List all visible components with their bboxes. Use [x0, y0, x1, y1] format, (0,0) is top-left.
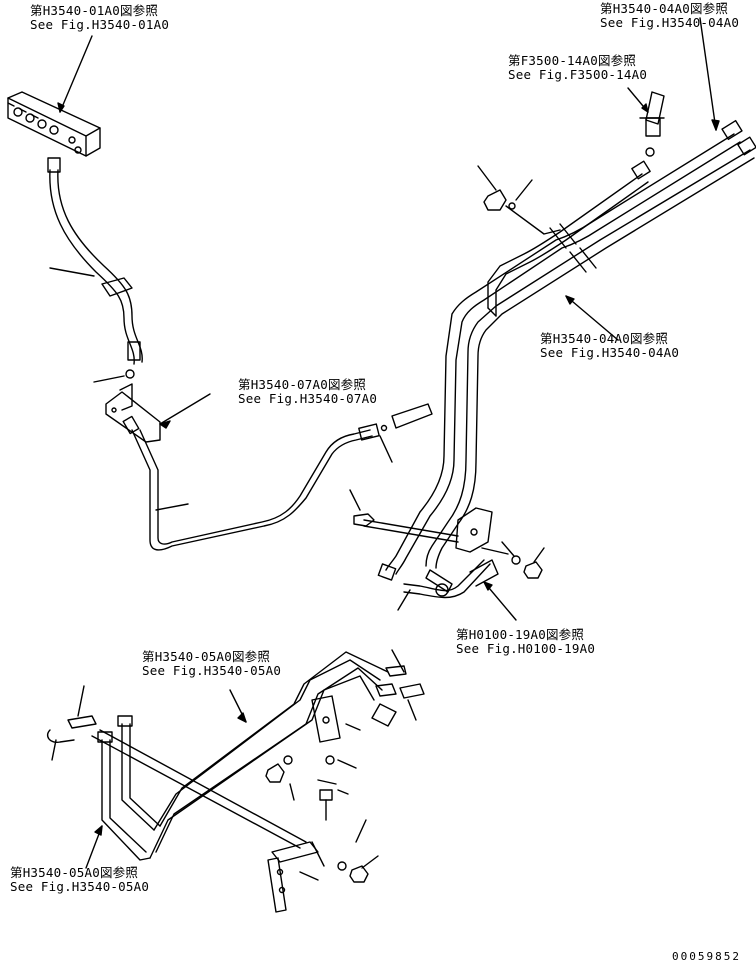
f3500-connector [639, 91, 665, 157]
left-bracket [105, 383, 161, 443]
ref-h3540-07a0: 第H3540-07A0図参照 See Fig.H3540-07A0 [238, 378, 377, 406]
ref-en-label: See Fig.F3500-14A0 [508, 67, 648, 82]
ref-h0100-19a0: 第H0100-19A0図参照 See Fig.H0100-19A0 [456, 628, 595, 656]
ref-h3540-01a0: 第H3540-01A0図参照 See Fig.H3540-01A0 [30, 4, 169, 32]
ref-en-label: See Fig.H3540-04A0 [540, 345, 680, 360]
ref-jp-label: 第H3540-07A0図参照 [238, 377, 367, 392]
ref-h3540-04a0-top: 第H3540-04A0図参照 See Fig.H3540-04A0 [600, 2, 739, 30]
bottom-tubes [91, 651, 389, 861]
ref-en-label: See Fig.H3540-01A0 [30, 17, 170, 32]
drawing-code: 00059852 [672, 950, 741, 963]
ref-jp-label: 第H3540-04A0図参照 [600, 1, 729, 16]
ref-jp-label: 第F3500-14A0図参照 [508, 53, 637, 68]
tube-fitting-left [358, 403, 433, 463]
left-hose [47, 157, 143, 383]
ref-jp-label: 第H3540-05A0図参照 [10, 865, 139, 880]
ref-h3540-05a0-lower: 第H3540-05A0図参照 See Fig.H3540-05A0 [10, 866, 149, 894]
leader-h3540-01a0 [59, 35, 93, 113]
hose-h0100 [403, 559, 499, 599]
bottom-clamps [46, 665, 425, 744]
mid-bracket [353, 507, 543, 579]
ref-f3500-14a0: 第F3500-14A0図参照 See Fig.F3500-14A0 [508, 54, 647, 82]
ref-jp-label: 第H3540-01A0図参照 [30, 3, 159, 18]
left-tube [131, 429, 373, 551]
nut-upper [483, 189, 516, 211]
right-pipes [377, 119, 756, 593]
ref-en-label: See Fig.H0100-19A0 [456, 641, 596, 656]
ref-en-label: See Fig.H3540-07A0 [238, 391, 378, 406]
ref-en-label: See Fig.H3540-05A0 [142, 663, 282, 678]
bottom-bracket [265, 695, 369, 913]
ref-jp-label: 第H3540-05A0図参照 [142, 649, 271, 664]
ref-jp-label: 第H0100-19A0図参照 [456, 627, 585, 642]
ref-h3540-04a0-mid: 第H3540-04A0図参照 See Fig.H3540-04A0 [540, 332, 679, 360]
ref-jp-label: 第H3540-04A0図参照 [540, 331, 669, 346]
ref-en-label: See Fig.H3540-04A0 [600, 15, 740, 30]
ref-en-label: See Fig.H3540-05A0 [10, 879, 150, 894]
ref-h3540-05a0-upper: 第H3540-05A0図参照 See Fig.H3540-05A0 [142, 650, 281, 678]
manifold-block [7, 91, 101, 157]
